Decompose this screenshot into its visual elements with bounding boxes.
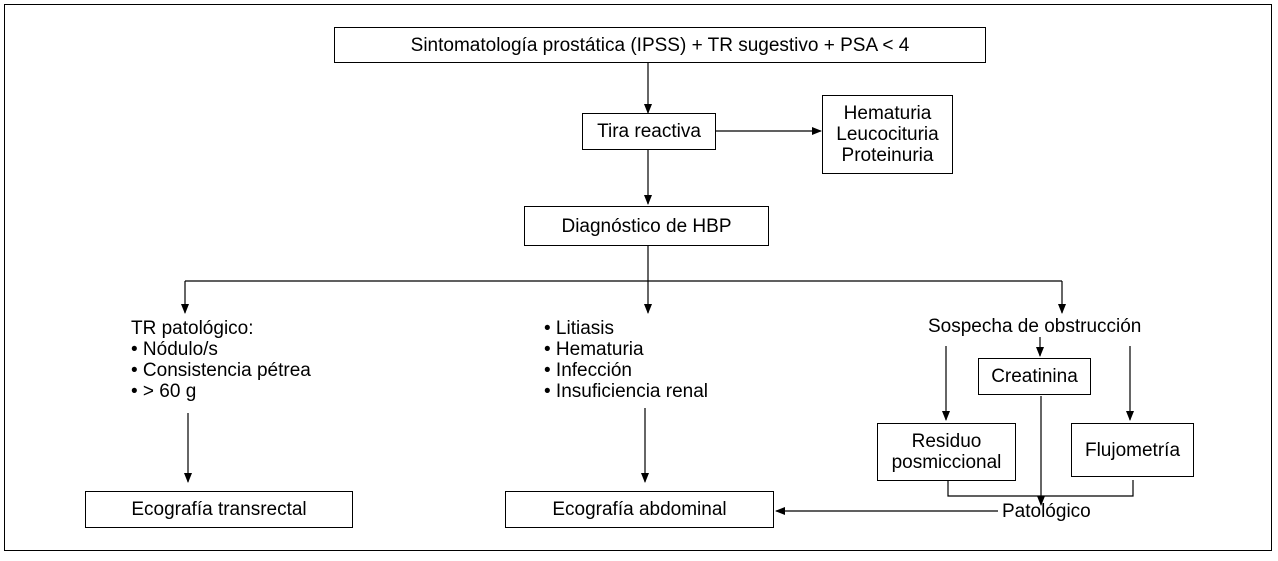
middle-branch-item: • Insuficiencia renal xyxy=(544,381,709,402)
diagram-frame xyxy=(4,4,1272,551)
middle-branch-item: • Hematuria xyxy=(544,339,644,360)
diagnostico-box: Diagnóstico de HBP xyxy=(524,206,769,246)
ecografia-transrectal-box: Ecografía transrectal xyxy=(85,491,353,528)
middle-branch-item: • Litiasis xyxy=(544,318,615,339)
left-branch-item: • Nódulo/s xyxy=(131,339,218,360)
creatinina-box: Creatinina xyxy=(978,358,1091,395)
left-branch-item: • > 60 g xyxy=(131,381,197,402)
finding-leucocituria: Leucocituria xyxy=(836,124,939,145)
tira-reactiva-box: Tira reactiva xyxy=(582,113,716,150)
residuo-posmiccional-box: Residuo posmiccional xyxy=(877,423,1016,481)
residuo-line-2: posmiccional xyxy=(891,452,1002,473)
top-box: Sintomatología prostática (IPSS) + TR su… xyxy=(334,27,986,63)
finding-hematuria: Hematuria xyxy=(843,103,932,124)
ecografia-abdominal-box: Ecografía abdominal xyxy=(505,491,774,528)
finding-proteinuria: Proteinuria xyxy=(841,145,934,166)
findings-box: Hematuria Leucocituria Proteinuria xyxy=(822,95,953,174)
patologico-label: Patológico xyxy=(1002,501,1091,522)
left-branch-title: TR patológico: xyxy=(131,318,254,339)
middle-branch-item: • Infección xyxy=(544,360,632,381)
flujometria-box: Flujometría xyxy=(1071,423,1194,477)
left-branch-item: • Consistencia pétrea xyxy=(131,360,311,381)
middle-branch-criteria: • Litiasis • Hematuria • Infección • Ins… xyxy=(544,318,708,402)
left-branch-criteria: TR patológico: • Nódulo/s • Consistencia… xyxy=(131,318,311,402)
sospecha-obstruccion-label: Sospecha de obstrucción xyxy=(928,316,1142,337)
residuo-line-1: Residuo xyxy=(911,431,982,452)
